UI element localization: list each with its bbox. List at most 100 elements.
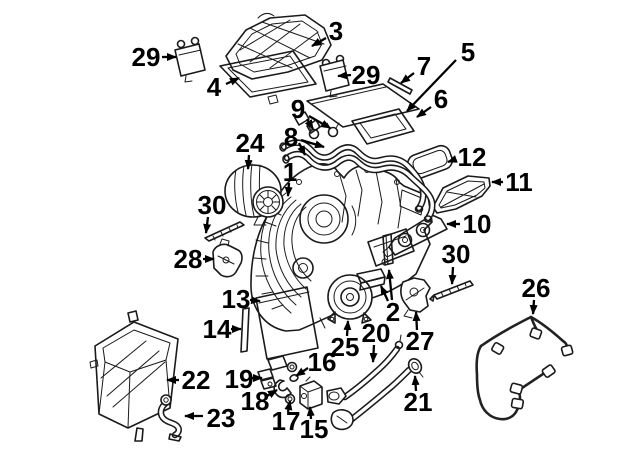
callout-arrow (225, 76, 240, 86)
callout-14: 14 (203, 314, 242, 344)
part-clip-16 (289, 374, 299, 382)
callout-29-left: 29 (132, 42, 177, 72)
callout-label: 9 (291, 94, 305, 124)
callout-label: 29 (132, 42, 161, 72)
part-expansion-valve (299, 376, 323, 410)
callout-label: 7 (417, 51, 431, 81)
callout-label: 26 (522, 273, 551, 303)
callout-label: 8 (284, 122, 298, 152)
callout-arrow (306, 406, 315, 420)
callout-21: 21 (404, 375, 433, 417)
part-evaporator (255, 286, 319, 373)
callout-3: 3 (311, 16, 343, 47)
callout-arrow (412, 311, 421, 331)
part-bracket-plate (382, 214, 448, 258)
part-core-gasket (351, 108, 415, 145)
callout-9: 9 (291, 94, 331, 130)
callout-22: 22 (166, 365, 211, 395)
callout-7: 7 (400, 51, 431, 84)
callout-26: 26 (522, 273, 551, 315)
callout-label: 27 (406, 326, 435, 356)
callout-label: 5 (461, 37, 475, 67)
callout-11: 11 (491, 167, 533, 197)
callout-label: 21 (404, 387, 433, 417)
callout-arrow (308, 115, 331, 129)
part-actuator-29-right (319, 54, 350, 98)
part-heater-core (294, 83, 420, 134)
part-bracket-27 (400, 277, 431, 319)
callout-30-right: 30 (442, 239, 471, 285)
callout-28: 28 (174, 244, 215, 274)
part-seal-strip-7 (387, 77, 413, 95)
part-drain-hose (157, 394, 182, 442)
callout-arrow (249, 296, 261, 305)
callout-label: 22 (182, 365, 211, 395)
part-cover-seal (219, 50, 317, 105)
callout-arrow (284, 400, 293, 413)
callout-arrow (304, 118, 314, 130)
callout-label: 3 (329, 16, 343, 46)
callout-30-left: 30 (198, 190, 227, 234)
callout-arrow (203, 216, 212, 234)
callout-arrow (343, 320, 352, 337)
callout-arrow (297, 142, 307, 156)
callout-4: 4 (207, 72, 240, 102)
callout-arrow (448, 266, 457, 285)
callout-arrow (400, 72, 415, 84)
callout-label: 13 (222, 284, 251, 314)
part-duct-insert (432, 175, 491, 214)
callout-8: 8 (284, 122, 325, 156)
callout-12: 12 (447, 142, 487, 172)
callout-16: 16 (295, 347, 337, 377)
callout-label: 19 (225, 364, 254, 394)
callout-label: 11 (505, 167, 533, 197)
callout-label: 25 (331, 332, 360, 362)
part-actuator-29-left (174, 36, 206, 83)
callout-label: 1 (283, 157, 297, 187)
part-blower-motor (224, 163, 284, 226)
callout-arrow (416, 106, 432, 118)
callout-label: 28 (174, 244, 203, 274)
callout-label: 4 (207, 72, 222, 102)
callout-arrow (295, 367, 309, 377)
callout-label: 20 (362, 318, 391, 348)
callout-label: 10 (463, 209, 492, 239)
callout-5: 5 (406, 37, 475, 112)
callout-label: 23 (207, 403, 236, 433)
part-wiring-harness (475, 315, 574, 421)
callout-17: 17 (272, 400, 301, 436)
callout-arrow (284, 182, 293, 197)
callout-arrow (447, 155, 458, 164)
callout-arrow (266, 389, 278, 399)
callout-label: 30 (442, 239, 471, 269)
callout-label: 18 (241, 386, 270, 416)
part-seal-strips-2 (356, 233, 394, 291)
callout-arrow (529, 299, 538, 315)
callout-15: 15 (300, 406, 328, 444)
callout-1: 1 (283, 157, 297, 197)
part-upper-cover (225, 12, 332, 80)
callout-6: 6 (416, 84, 448, 118)
callout-label: 16 (308, 347, 337, 377)
callout-arrow (369, 344, 378, 363)
callout-label: 29 (352, 60, 381, 90)
callout-label: 17 (272, 406, 301, 436)
callout-2: 2 (379, 269, 400, 327)
callout-13: 13 (222, 284, 261, 314)
callout-arrow (337, 71, 352, 80)
callout-27: 27 (406, 311, 435, 356)
callout-label: 30 (198, 190, 227, 220)
callout-label: 2 (386, 297, 400, 327)
part-side-seal (240, 307, 250, 353)
callout-label: 24 (236, 128, 265, 158)
callout-label: 12 (458, 142, 487, 172)
callout-arrow (385, 269, 394, 301)
callout-23: 23 (184, 403, 236, 433)
callout-18: 18 (241, 386, 278, 416)
callout-arrow (244, 154, 253, 170)
callout-arrow (411, 375, 420, 392)
callout-arrow (311, 37, 327, 47)
callout-29-right: 29 (337, 60, 381, 90)
